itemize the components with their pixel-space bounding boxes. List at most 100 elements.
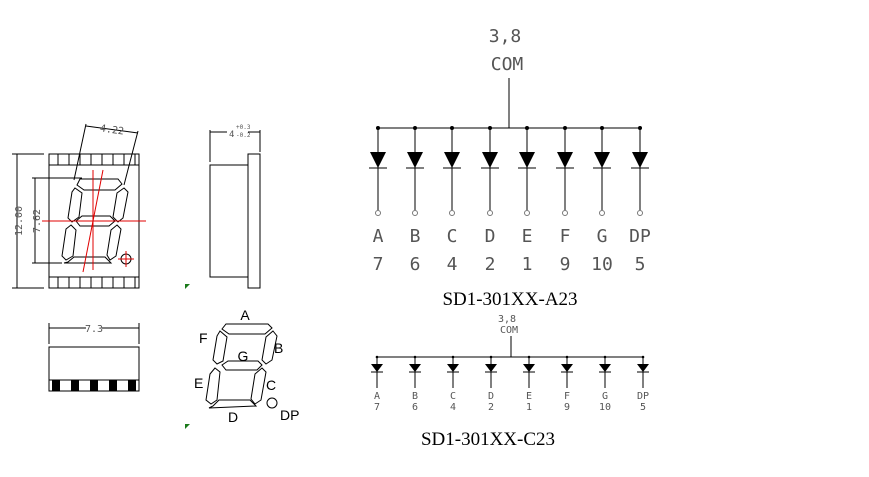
- pin-number: 5: [635, 254, 646, 275]
- dim-73-label: 7.3: [85, 324, 103, 335]
- segment-map: A B C D E F G DP: [194, 307, 299, 425]
- diode-icon: [594, 152, 610, 168]
- diode-icon: [523, 364, 535, 372]
- pin-number: 7: [374, 402, 380, 413]
- diode-c: C4: [447, 355, 459, 413]
- diode-icon: [519, 152, 535, 168]
- segment-name: B: [412, 391, 418, 402]
- schematic-a-title: SD1-301XX-A23: [442, 289, 577, 310]
- pin-number: 2: [485, 254, 496, 275]
- pin-number: 9: [564, 402, 570, 413]
- diode-g: G10: [599, 355, 611, 413]
- com-label: COM: [491, 54, 524, 75]
- diode-icon: [371, 364, 383, 372]
- diode-icon: [599, 364, 611, 372]
- segment-label-b: B: [274, 340, 283, 356]
- dim-depth-tol-minus: -0.2: [236, 132, 251, 139]
- pin-number: 4: [450, 402, 456, 413]
- dim-depth-label: 4: [229, 130, 234, 140]
- diode-icon: [370, 152, 386, 168]
- dim-depth-tol-plus: +0.3: [236, 124, 251, 131]
- segment-label-g: G: [238, 348, 249, 364]
- pin-number: 10: [599, 402, 611, 413]
- digit-outline: [61, 178, 132, 265]
- pin-number: 9: [560, 254, 571, 275]
- com-pins-label: 3,8: [489, 26, 522, 47]
- pin-number: 7: [373, 254, 384, 275]
- segment-name: DP: [637, 391, 649, 402]
- dimension-height-total: 12.00: [12, 153, 44, 289]
- segment-label-e: E: [194, 375, 203, 391]
- segment-label-a: A: [240, 307, 250, 323]
- segment-label-dp: DP: [280, 407, 299, 423]
- diode-c: C4: [443, 126, 461, 275]
- com-pins-label: 3,8: [498, 314, 516, 325]
- dimension-digit-height: 7.62: [32, 177, 82, 264]
- segment-name: A: [373, 226, 384, 247]
- segment-name: F: [560, 226, 571, 247]
- dimension-width: 4.22: [73, 123, 139, 186]
- diode-a: A7: [371, 355, 383, 413]
- diode-e: E1: [518, 126, 536, 275]
- diode-icon: [632, 152, 648, 168]
- diode-icon: [485, 364, 497, 372]
- marker-icon: [185, 284, 190, 289]
- pin-number: 6: [410, 254, 421, 275]
- diode-dp: DP5: [637, 355, 649, 413]
- diode-e: E1: [523, 355, 535, 413]
- diode-d: D2: [485, 355, 497, 413]
- diode-icon: [482, 152, 498, 168]
- diode-icon: [444, 152, 460, 168]
- segment-name: E: [522, 226, 533, 247]
- front-view: 12.00 7.62 4.22: [12, 123, 146, 289]
- com-label: COM: [500, 325, 518, 336]
- pin-number: 1: [526, 402, 532, 413]
- diode-d: D2: [481, 126, 499, 275]
- segment-name: D: [488, 391, 494, 402]
- side-view: 4 +0.3 -0.2: [209, 124, 261, 289]
- segment-name: A: [374, 391, 380, 402]
- diode-g: G 10: [591, 126, 613, 275]
- pin-number: 6: [412, 402, 418, 413]
- marker-icon: [185, 424, 190, 429]
- schematic-c-title: SD1-301XX-C23: [421, 429, 555, 450]
- pin-number: 5: [640, 402, 646, 413]
- diode-icon: [557, 152, 573, 168]
- diode-b: B6: [406, 126, 424, 275]
- centerlines: [42, 169, 146, 273]
- segment-name: E: [526, 391, 532, 402]
- segment-name: DP: [629, 226, 651, 247]
- diode-icon: [407, 152, 423, 168]
- segment-name: C: [450, 391, 456, 402]
- diode-b: B6: [409, 355, 421, 413]
- pin-number: 2: [488, 402, 494, 413]
- dim-12-label: 12.00: [14, 206, 25, 236]
- segment-name: D: [485, 226, 496, 247]
- diode-f: F9: [556, 126, 574, 275]
- segment-label-d: D: [228, 409, 238, 425]
- segment-name: F: [564, 391, 570, 402]
- segment-label-c: C: [266, 377, 276, 393]
- pin-notches-top: [57, 154, 136, 288]
- segment-name: B: [410, 226, 421, 247]
- diode-icon: [561, 364, 573, 372]
- segment-name: G: [602, 391, 608, 402]
- segment-label-f: F: [199, 330, 208, 346]
- diode-icon: [447, 364, 459, 372]
- dim-422-label: 4.22: [99, 123, 124, 137]
- bottom-view: 7.3: [48, 323, 140, 392]
- diode-a: A7: [369, 126, 387, 275]
- dim-762-label: 7.62: [32, 209, 43, 233]
- segment-name: G: [597, 226, 608, 247]
- diode-icon: [637, 364, 649, 372]
- diode-f: F9: [561, 355, 573, 413]
- diode-icon: [409, 364, 421, 372]
- segment-name: C: [447, 226, 458, 247]
- diode-dp: DP 5: [629, 126, 651, 275]
- pin-number: 1: [522, 254, 533, 275]
- pin-number: 10: [591, 254, 613, 275]
